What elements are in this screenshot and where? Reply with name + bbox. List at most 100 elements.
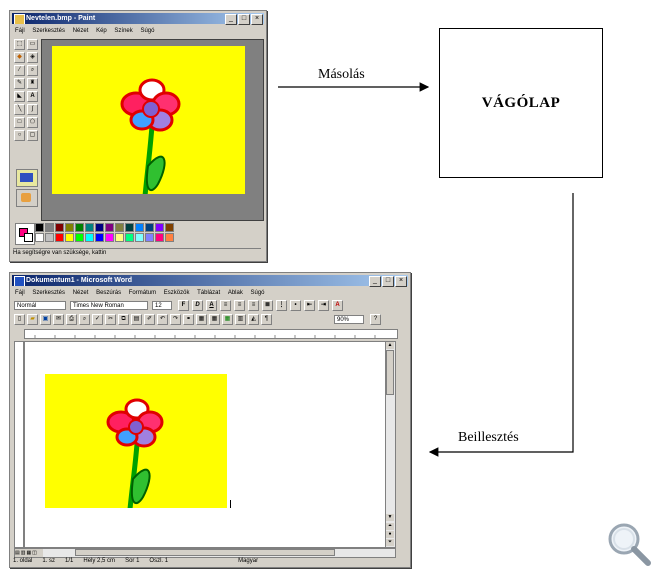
palette-swatch[interactable] xyxy=(85,223,94,232)
close-button[interactable]: × xyxy=(395,276,407,287)
palette-swatch[interactable] xyxy=(165,223,174,232)
palette-swatch[interactable] xyxy=(145,233,154,242)
paste-icon[interactable]: ▤ xyxy=(131,314,142,325)
cut-icon[interactable]: ✂ xyxy=(105,314,116,325)
magnify-icon[interactable]: ⌕ xyxy=(27,65,38,76)
help-icon[interactable]: ? xyxy=(370,314,381,325)
palette-swatch[interactable] xyxy=(95,223,104,232)
maximize-button[interactable]: □ xyxy=(382,276,394,287)
h-scroll-thumb[interactable] xyxy=(75,549,335,556)
rect-select-icon[interactable]: ▭ xyxy=(27,39,38,50)
align-center-icon[interactable]: ≡ xyxy=(234,300,245,311)
paint-menu-image[interactable]: Kép xyxy=(96,28,107,34)
redo-icon[interactable]: ↷ xyxy=(170,314,181,325)
palette-swatch[interactable] xyxy=(165,233,174,242)
palette-swatch[interactable] xyxy=(125,233,134,242)
style-select[interactable]: Normál xyxy=(14,301,66,310)
tables-borders-icon[interactable]: ▦ xyxy=(196,314,207,325)
palette-swatch[interactable] xyxy=(115,233,124,242)
pencil-icon[interactable]: ✎ xyxy=(14,78,25,89)
format-painter-icon[interactable]: ✐ xyxy=(144,314,155,325)
current-colors[interactable] xyxy=(15,223,35,245)
brush-icon[interactable]: ♜ xyxy=(27,78,38,89)
palette-swatch[interactable] xyxy=(155,233,164,242)
word-menu-insert[interactable]: Beszúrás xyxy=(96,290,122,296)
align-left-icon[interactable]: ≡ xyxy=(220,300,231,311)
paint-menu-view[interactable]: Nézet xyxy=(72,28,89,34)
document-area[interactable]: ▲ ▼ ⏶ ● ⏷ xyxy=(24,341,396,548)
eraser-icon[interactable]: ◆ xyxy=(14,52,25,63)
spelling-icon[interactable]: ✓ xyxy=(92,314,103,325)
prev-page-button[interactable]: ⏶ xyxy=(386,523,394,530)
text-icon[interactable]: A xyxy=(27,91,38,102)
palette-swatch[interactable] xyxy=(155,223,164,232)
palette-swatch[interactable] xyxy=(45,233,54,242)
open-icon[interactable]: ▰ xyxy=(27,314,38,325)
insert-excel-icon[interactable]: ▦ xyxy=(222,314,233,325)
word-title-bar[interactable]: Dokumentum1 - Microsoft Word xyxy=(12,275,408,286)
word-menu-tools[interactable]: Eszközök xyxy=(163,290,190,296)
zoom-select[interactable]: 90% xyxy=(334,315,364,324)
print-preview-icon[interactable]: ⌕ xyxy=(79,314,90,325)
horizontal-ruler[interactable] xyxy=(24,329,398,339)
vertical-scrollbar[interactable]: ▲ ▼ ⏶ ● ⏷ xyxy=(385,342,395,547)
palette-swatch[interactable] xyxy=(65,223,74,232)
word-menu-view[interactable]: Nézet xyxy=(72,290,89,296)
bold-icon[interactable]: F xyxy=(178,300,189,311)
select-browse-object-button[interactable]: ● xyxy=(386,531,394,538)
rounded-rect-icon[interactable]: ▢ xyxy=(27,130,38,141)
scroll-down-button[interactable]: ▼ xyxy=(386,514,394,521)
horizontal-scrollbar[interactable]: ▤▥▦◫ xyxy=(14,548,396,558)
rectangle-icon[interactable]: □ xyxy=(14,117,25,128)
underline-icon[interactable]: A xyxy=(206,300,217,311)
word-menu-table[interactable]: Táblázat xyxy=(197,290,221,296)
polygon-icon[interactable]: ⬠ xyxy=(27,117,38,128)
decrease-indent-icon[interactable]: ⇤ xyxy=(304,300,315,311)
word-menu-help[interactable]: Súgó xyxy=(250,290,265,296)
next-page-button[interactable]: ⏷ xyxy=(386,539,394,546)
airbrush-icon[interactable]: ◣ xyxy=(14,91,25,102)
scroll-up-button[interactable]: ▲ xyxy=(386,342,394,349)
palette-swatch[interactable] xyxy=(55,233,64,242)
size-select[interactable]: 12 xyxy=(152,301,172,310)
palette-swatch[interactable] xyxy=(85,233,94,242)
scroll-thumb[interactable] xyxy=(386,350,394,395)
increase-indent-icon[interactable]: ⇥ xyxy=(318,300,329,311)
minimize-button[interactable]: _ xyxy=(225,14,237,25)
word-menu-file[interactable]: Fájl xyxy=(15,290,25,296)
paint-title-bar[interactable]: Nevtelen.bmp - Paint xyxy=(12,13,264,24)
palette-swatch[interactable] xyxy=(35,223,44,232)
new-document-icon[interactable]: ▯ xyxy=(14,314,25,325)
word-menu-format[interactable]: Formátum xyxy=(128,290,157,296)
line-icon[interactable]: ╲ xyxy=(14,104,25,115)
palette-swatch[interactable] xyxy=(125,223,134,232)
justify-icon[interactable]: ≣ xyxy=(262,300,273,311)
close-button[interactable]: × xyxy=(251,14,263,25)
vertical-ruler[interactable] xyxy=(14,341,24,548)
show-hide-icon[interactable]: ¶ xyxy=(261,314,272,325)
undo-icon[interactable]: ↶ xyxy=(157,314,168,325)
minimize-button[interactable]: _ xyxy=(369,276,381,287)
magnifier-icon[interactable] xyxy=(604,520,654,568)
italic-icon[interactable]: D xyxy=(192,300,203,311)
pasted-image[interactable] xyxy=(45,374,227,508)
font-color-icon[interactable]: A xyxy=(332,300,343,311)
paint-menu-help[interactable]: Súgó xyxy=(140,28,155,34)
paint-menu-colors[interactable]: Színek xyxy=(114,28,133,34)
free-select-icon[interactable]: ⬚ xyxy=(14,39,25,50)
pick-color-icon[interactable]: ⁄ xyxy=(14,65,25,76)
email-icon[interactable]: ✉ xyxy=(53,314,64,325)
paint-canvas[interactable] xyxy=(52,46,245,194)
palette-swatch[interactable] xyxy=(95,233,104,242)
bullets-icon[interactable]: • xyxy=(290,300,301,311)
copy-icon[interactable]: ⧉ xyxy=(118,314,129,325)
fill-icon[interactable]: ◈ xyxy=(27,52,38,63)
palette-swatch[interactable] xyxy=(65,233,74,242)
palette-swatch[interactable] xyxy=(35,233,44,242)
curve-icon[interactable]: ∫ xyxy=(27,104,38,115)
palette-swatch[interactable] xyxy=(145,223,154,232)
palette-swatch[interactable] xyxy=(105,233,114,242)
ellipse-icon[interactable]: ○ xyxy=(14,130,25,141)
insert-table-icon[interactable]: ▦ xyxy=(209,314,220,325)
paint-menu-edit[interactable]: Szerkesztés xyxy=(32,28,66,34)
